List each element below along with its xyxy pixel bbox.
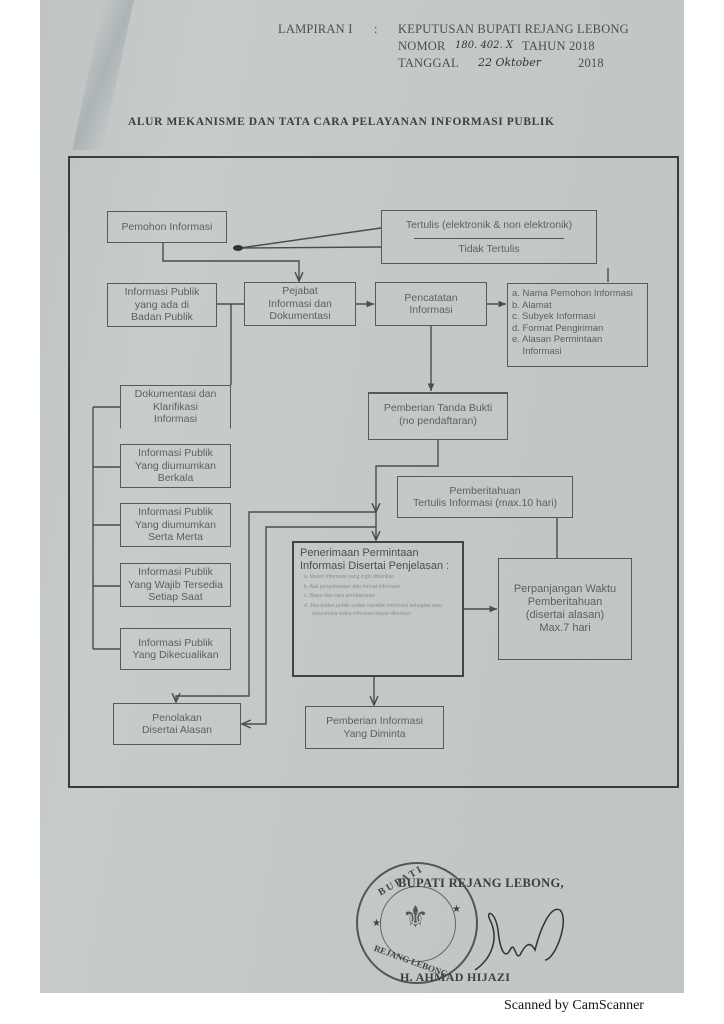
box-wajib-tersedia: Informasi Publik Yang Wajib Tersedia Set… [120, 563, 231, 607]
box-pemohon-informasi: Pemohon Informasi [107, 211, 227, 243]
signatory-title: BUPATI REJANG LEBONG, [398, 876, 564, 890]
list-item: b. Alat penyampaian dan format informasi [304, 583, 400, 590]
connector-line [162, 243, 299, 281]
box-tanda-bukti: Pemberian Tanda Bukti (no pendaftaran) [368, 392, 508, 440]
document-title: ALUR MEKANISME DAN TATA CARA PELAYANAN I… [128, 116, 555, 128]
list-item: d. Jika badan publik sudah memiliki info… [304, 602, 443, 618]
connector-line [239, 227, 382, 249]
flowchart-frame [68, 156, 679, 788]
box-label: Informasi Publik yang ada di Badan Publi… [124, 286, 200, 324]
official-stamp: ⚜ ★ ★ B U P A T I REJANG LEBONG [356, 862, 478, 984]
box-label: Dokumentasi dan Klarifikasi Informasi [134, 388, 217, 426]
signatory-name: H. AHMAD HIJAZI [400, 970, 511, 984]
box-label: Pemberian Informasi Yang Diminta [326, 715, 423, 740]
box-label: Pemberitahuan Tertulis Informasi (max.10… [412, 484, 558, 510]
box-tertulis: Tertulis (elektronik & non elektronik) T… [381, 210, 597, 264]
box-dokumentasi: Dokumentasi dan Klarifikasi Informasi [120, 385, 231, 429]
box-label: Informasi Publik Yang diumumkan Serta Me… [135, 506, 216, 544]
box-label: Informasi Publik Yang diumumkan Berkala [135, 447, 216, 485]
box-penerimaan: Penerimaan Permintaan Informasi Disertai… [292, 541, 464, 677]
box-berkala: Informasi Publik Yang diumumkan Berkala [120, 444, 231, 488]
list-item: a. Materi informasi yang ingin diberikan [304, 574, 395, 580]
box-label: Pemberian Tanda Bukti (no pendaftaran) [383, 402, 493, 427]
tanggal-handwritten: 22 Oktober [478, 56, 542, 69]
box-pencatatan-items: a. Nama Pemohon Informasi b. Alamat c. S… [507, 283, 648, 367]
tahun-text: TAHUN 2018 [522, 39, 595, 53]
list-item: c. Subyek Informasi [512, 311, 596, 322]
keputusan-text: KEPUTUSAN BUPATI REJANG LEBONG [398, 22, 629, 36]
tanggal-label: TANGGAL [398, 56, 459, 70]
list-item: c. Biaya dan cara pembayaran [304, 593, 375, 600]
connector-line [176, 511, 376, 702]
stamp-emblem-ring [380, 886, 456, 962]
box-label: Perpanjangan Waktu Pemberitahuan (disert… [513, 583, 617, 634]
box-penolakan: Penolakan Disertai Alasan [113, 703, 241, 745]
box-label: Informasi Publik Yang Wajib Tersedia Set… [128, 566, 223, 604]
box-pemberian-informasi: Pemberian Informasi Yang Diminta [305, 706, 444, 749]
connector-line [239, 246, 382, 249]
nomor-handwritten: 180. 402. X [455, 40, 514, 51]
box-pencatatan: Pencatatan Informasi [375, 282, 487, 326]
connector-line [242, 526, 376, 724]
handwritten-signature [474, 908, 565, 971]
box-dikecualikan: Informasi Publik Yang Dikecualikan [120, 628, 231, 670]
box-pejabat: Pejabat Informasi dan Dokumentasi [244, 282, 356, 326]
list-item: b. Alamat [512, 299, 552, 311]
box-pemberitahuan: Pemberitahuan Tertulis Informasi (max.10… [397, 476, 573, 518]
box-label: Pejabat Informasi dan Dokumentasi [268, 285, 332, 323]
document-page [40, 0, 684, 993]
box-label: Informasi Publik Yang Dikecualikan [132, 636, 219, 662]
box-informasi-publik-ada: Informasi Publik yang ada di Badan Publi… [107, 283, 217, 327]
tidak-tertulis-label: Tidak Tertulis [458, 242, 520, 255]
divider [414, 237, 564, 239]
box-label: Penolakan Disertai Alasan [141, 711, 213, 737]
box-label: Pemohon Informasi [121, 220, 213, 233]
tanggal-year: 2018 [578, 56, 604, 70]
garuda-emblem-icon: ⚜ [402, 901, 429, 934]
list-item: d. Format Pengiriman [512, 322, 604, 334]
scanner-watermark: Scanned by CamScanner [504, 998, 644, 1013]
junction-dot [233, 245, 243, 251]
lampiran-label: LAMPIRAN I [278, 22, 353, 36]
list-item: a. Nama Pemohon Informasi [512, 288, 633, 299]
star-icon: ★ [452, 904, 461, 915]
list-item: e. Alasan Permintaan [512, 334, 603, 345]
header-separator: : [374, 22, 378, 36]
list-item: Informasi [512, 345, 562, 357]
connector-line [376, 440, 439, 512]
box-perpanjangan: Perpanjangan Waktu Pemberitahuan (disert… [498, 558, 632, 660]
tertulis-label: Tertulis (elektronik & non elektronik) [405, 219, 573, 231]
star-icon: ★ [372, 918, 381, 929]
penerimaan-title: Penerimaan Permintaan Informasi Disertai… [300, 547, 450, 572]
box-serta-merta: Informasi Publik Yang diumumkan Serta Me… [120, 503, 231, 547]
nomor-label: NOMOR [398, 39, 446, 53]
box-label: Pencatatan Informasi [404, 291, 458, 317]
